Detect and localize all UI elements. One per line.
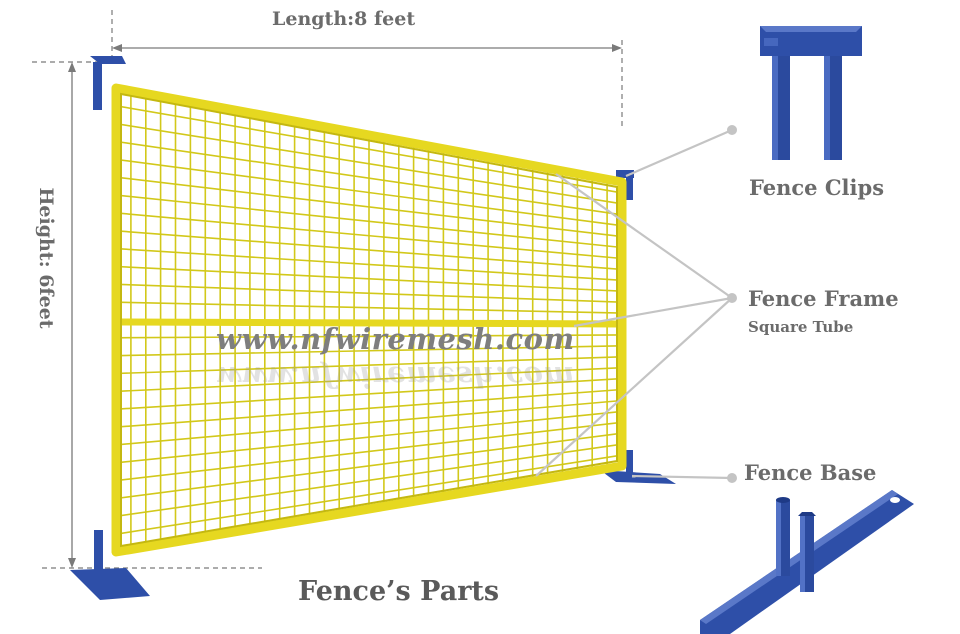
leader-frame-middle [573,296,733,328]
bottom-left-base-post [94,530,103,572]
right-top-clip-leg [626,176,633,200]
leader-dots [727,125,737,483]
mesh-horizontal-wire [115,158,623,227]
top-left-clip-leg [93,62,102,110]
fence-clip-part-image [760,26,862,160]
length-dimension-label: Length:8 feet [272,8,416,30]
mesh-horizontal-wire [115,432,623,500]
fence-frame-sublabel: Square Tube [748,318,854,336]
leader-frame-bottom [535,297,733,477]
bottom-left-base-plate [70,568,150,600]
mesh-horizontal-wire [115,122,623,205]
mesh-horizontal-wire [115,176,623,238]
fence-clips-label: Fence Clips [749,175,885,200]
leader-fence-base [631,474,733,480]
mesh-horizontal-wire [115,230,623,271]
mesh-horizontal-wire [115,388,623,428]
mesh-horizontal-wire [115,356,623,375]
mesh-horizontal-wire [115,334,623,339]
fence-frame-middle-rail [115,318,623,328]
mesh-horizontal-wire [115,140,623,216]
mesh-horizontal-wire [115,301,623,314]
mesh-horizontal-wire [115,410,623,464]
mesh-horizontal-wire [115,212,623,260]
watermark-reflection: www.nfwiremesh.com [216,360,575,394]
mesh-horizontal-wire [115,194,623,249]
right-base-post [626,450,633,478]
height-dimension-arrow [68,62,76,568]
fence-base-label: Fence Base [744,460,877,485]
mesh-horizontal-wire [115,366,623,393]
fence-base-part-image [700,490,914,634]
mesh-horizontal-wire [115,443,623,518]
watermark-text: www.nfwiremesh.com [216,322,575,356]
mesh-horizontal-wire [115,454,623,535]
mesh-horizontal-wire [115,247,623,282]
height-dimension-label: Height: 6feet [35,187,57,329]
diagram-caption: Fence’s Parts [298,576,500,607]
mesh-horizontal-wire [115,421,623,482]
mesh-horizontal-wire [115,283,623,303]
leader-fence-clips [625,128,733,178]
fence-frame-label: Fence Frame [748,286,899,311]
leader-lines [535,128,733,480]
mesh-horizontal-wire [115,105,623,194]
mesh-horizontal-wire [115,399,623,446]
mesh-horizontal-wire [115,377,623,410]
mesh-horizontal-wire [115,265,623,292]
mesh-horizontal-wire [115,345,623,357]
fence-frame-shading [120,92,618,548]
length-dimension-arrow [112,44,622,52]
fence-frame-outline [111,83,627,557]
leader-frame-top [555,173,733,299]
fence-frame [111,83,627,557]
